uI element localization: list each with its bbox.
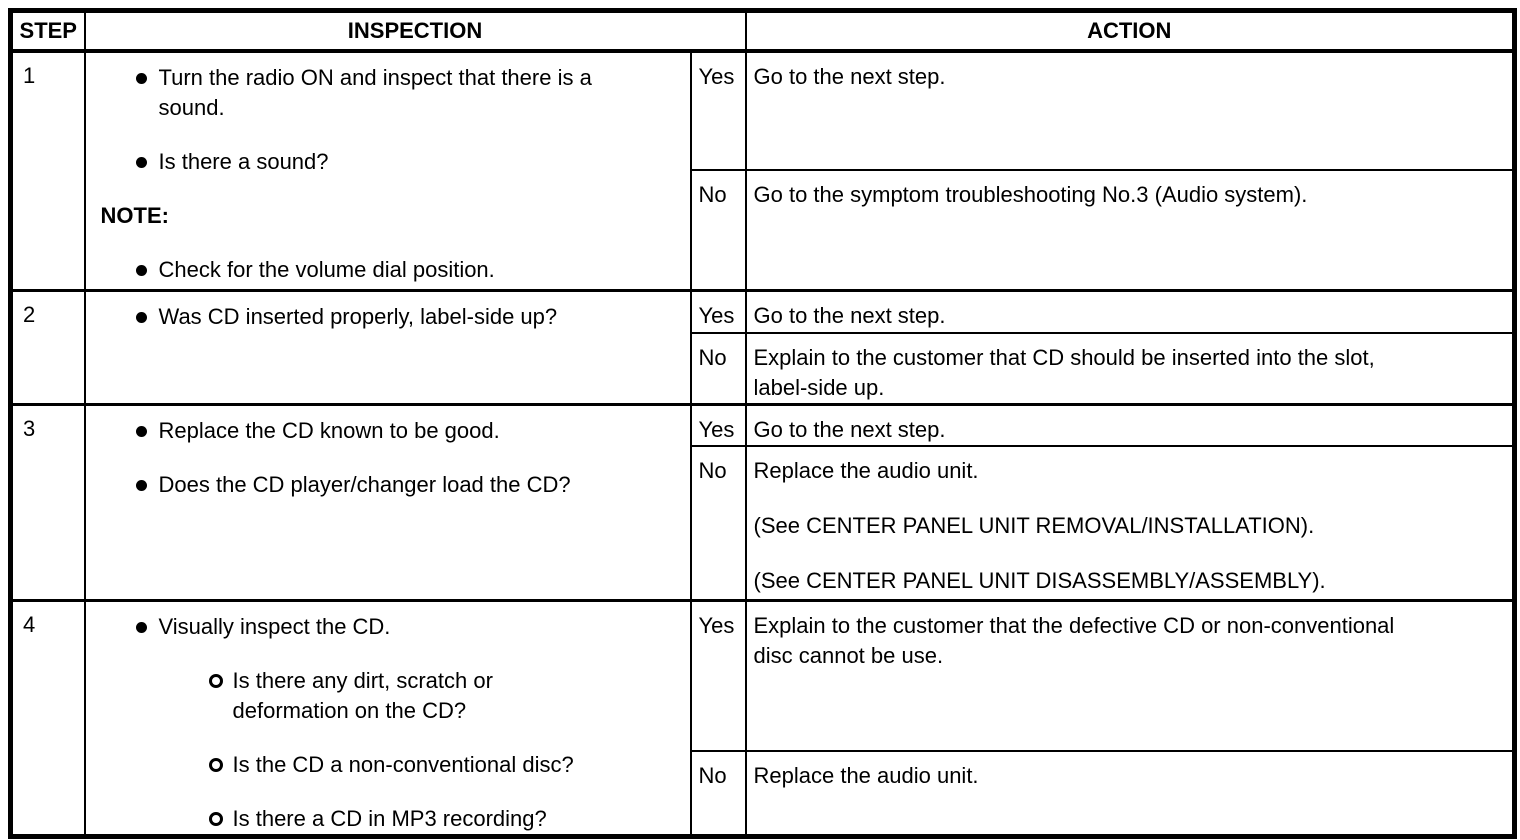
no-label: No: [689, 445, 747, 601]
bullet-circle-icon: [208, 757, 223, 772]
bullet-dot-icon: [135, 72, 147, 84]
inspection-bullet: Does the CD player/changer load the CD?: [135, 470, 684, 500]
bullet-dot-icon: [135, 156, 147, 168]
step-4-yes-action-cell: Explain to the customer that the defecti…: [744, 598, 1516, 752]
action-text: Replace the audio unit.: [753, 458, 979, 483]
step-number: 2: [9, 289, 86, 405]
header-inspection: INSPECTION: [83, 9, 747, 53]
step-2-no-action-cell: Explain to the customer that CD should b…: [744, 331, 1516, 405]
bullet-circle-icon: [208, 673, 223, 688]
note-label: NOTE:: [100, 202, 169, 228]
step-3-inspection-cell: Replace the CD known to be good. Does th…: [83, 402, 692, 601]
bullet-circle-icon: [208, 811, 223, 826]
action-text: Go to the next step.: [753, 303, 946, 328]
step-3-no-action-cell: Replace the audio unit. (See CENTER PANE…: [744, 445, 1516, 601]
step-number: 1: [9, 49, 86, 292]
bullet-dot-icon: [135, 621, 147, 633]
yes-label: Yes: [689, 598, 747, 752]
action-text: (See CENTER PANEL UNIT DISASSEMBLY/ASSEM…: [753, 568, 1326, 593]
step-1-no-action-cell: Go to the symptom troubleshooting No.3 (…: [744, 168, 1516, 292]
step-2-yes-action-cell: Go to the next step.: [744, 289, 1516, 334]
inspection-sub-bullet: Is there any dirt, scratch or deformatio…: [208, 666, 684, 726]
step-2-yes-row: 2 Was CD inserted properly, label-side u…: [9, 289, 1516, 405]
step-1-yes-row: 1 Turn the radio ON and inspect that the…: [9, 49, 1516, 292]
inspection-sub-bullet: Is the CD a non-conventional disc?: [208, 750, 684, 780]
header-row: STEP INSPECTION ACTION: [9, 9, 1516, 53]
step-4-inspection-cell: Visually inspect the CD. Is there any di…: [83, 598, 692, 837]
action-text: Go to the next step.: [753, 63, 946, 89]
inspection-bullet: Turn the radio ON and inspect that there…: [135, 63, 684, 123]
no-label: No: [689, 749, 747, 838]
inspection-sub-bullet: Is there a CD in MP3 recording?: [208, 804, 684, 834]
step-number: 3: [9, 402, 86, 601]
inspection-bullet: Was CD inserted properly, label-side up?: [135, 302, 684, 332]
step-4-yes-row: 4 Visually inspect the CD. Is there any …: [9, 598, 1516, 837]
bullet-dot-icon: [135, 425, 147, 437]
step-3-no-row: No Replace the audio unit. (See CENTER P…: [11, 445, 1516, 601]
inspection-bullet: Check for the volume dial position.: [135, 255, 684, 285]
no-label: No: [689, 331, 747, 405]
bullet-dot-icon: [135, 264, 147, 276]
step-3-yes-action-cell: Go to the next step.: [744, 402, 1516, 447]
action-text: (See CENTER PANEL UNIT REMOVAL/INSTALLAT…: [753, 513, 1315, 538]
yes-label: Yes: [689, 402, 747, 447]
header-action: ACTION: [744, 9, 1516, 53]
inspection-bullet: Visually inspect the CD.: [135, 612, 684, 642]
yes-label: Yes: [689, 289, 747, 334]
action-text: Go to the next step.: [753, 416, 946, 442]
bullet-dot-icon: [135, 479, 147, 491]
step-2-inspection-cell: Was CD inserted properly, label-side up?: [83, 289, 692, 405]
step-number: 4: [9, 598, 86, 837]
step-2-no-row: No Explain to the customer that CD shoul…: [11, 331, 1516, 405]
bullet-dot-icon: [135, 312, 147, 323]
action-text: Go to the symptom troubleshooting No.3 (…: [753, 181, 1308, 207]
step-4-no-action-cell: Replace the audio unit.: [744, 749, 1516, 838]
step-1-yes-action-cell: Go to the next step.: [744, 49, 1516, 171]
action-text: Explain to the customer that the defecti…: [753, 612, 1395, 668]
step-3-yes-row: 3 Replace the CD known to be good. Does …: [9, 402, 1516, 601]
yes-label: Yes: [689, 49, 747, 171]
step-4-no-row: No Replace the audio unit.: [11, 749, 1516, 838]
step-1-inspection-cell: Turn the radio ON and inspect that there…: [83, 49, 692, 292]
header-step: STEP: [9, 9, 86, 53]
step-1-no-row: No Go to the symptom troubleshooting No.…: [11, 168, 1516, 292]
action-text: Explain to the customer that CD should b…: [753, 344, 1375, 400]
inspection-bullet: Replace the CD known to be good.: [135, 416, 684, 446]
no-label: No: [689, 168, 747, 292]
action-text: Replace the audio unit.: [753, 762, 979, 788]
troubleshooting-table: STEP INSPECTION ACTION 1 Turn the radio …: [8, 8, 1517, 839]
inspection-bullet: Is there a sound?: [135, 147, 684, 177]
